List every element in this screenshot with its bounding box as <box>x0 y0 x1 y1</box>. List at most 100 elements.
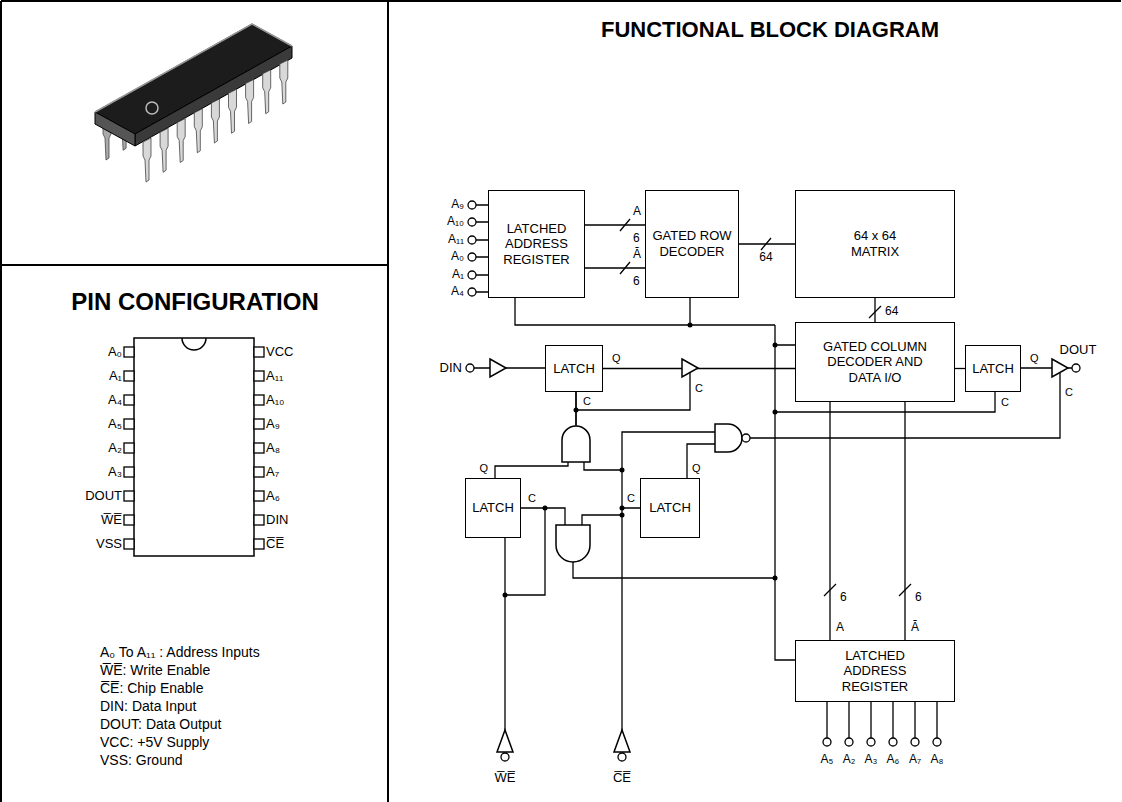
pin-terminal <box>466 364 474 372</box>
dip-pin <box>124 371 134 381</box>
pin-name: DIN <box>266 513 288 528</box>
block-label: LATCH <box>553 361 595 377</box>
pin-terminal <box>911 738 919 746</box>
chip-pin <box>211 99 219 143</box>
line-label: Ā <box>633 248 641 262</box>
port-name: Q <box>612 352 621 365</box>
pin-description: C̅E̅: Chip Enable <box>100 680 204 696</box>
junction-dot <box>620 513 625 518</box>
pin-name: A₇ <box>266 465 279 480</box>
pin-description: A₀ To A₁₁ : Address Inputs <box>100 644 260 660</box>
and-gate <box>556 525 590 562</box>
block-label: LATCHED ADDRESS REGISTER <box>497 221 577 268</box>
signal-name: C̅E̅ <box>613 771 631 786</box>
signal-name: DOUT <box>1060 343 1097 358</box>
pin-terminal <box>845 738 853 746</box>
dip-pin <box>254 419 264 429</box>
junction-dot <box>543 506 548 511</box>
junction-dot <box>574 408 579 413</box>
dip-pin <box>124 347 134 357</box>
pin-terminal <box>468 271 476 279</box>
dip-pin <box>124 515 134 525</box>
port-name: C <box>627 492 635 505</box>
pin-name: DOUT <box>85 489 122 504</box>
chip-photo <box>95 24 292 182</box>
memory-matrix: 64 x 64 MATRIX <box>795 190 955 298</box>
dip-pin <box>254 395 264 405</box>
dip-package <box>124 338 264 556</box>
pin-name: W̅E̅ <box>101 513 122 528</box>
line-label: A <box>633 205 641 219</box>
pin-name: A₅ <box>108 417 122 432</box>
chip-pin <box>177 119 185 163</box>
pin-description: DIN: Data Input <box>100 698 197 714</box>
dip-pin <box>254 467 264 477</box>
signal-name: A₁₁ <box>448 233 464 247</box>
pin-name: A₁₁ <box>266 369 283 384</box>
pin-name: A₂ <box>108 441 122 456</box>
row-decoder: GATED ROW DECODER <box>645 190 739 298</box>
junction-dot <box>773 576 778 581</box>
nand-bubble <box>742 434 750 442</box>
pin-description: DOUT: Data Output <box>100 716 221 732</box>
dip-pin <box>254 491 264 501</box>
signal-name: A₇ <box>909 753 921 767</box>
dip-pin <box>254 515 264 525</box>
pin-terminal <box>867 738 875 746</box>
line-label: Ā <box>911 621 919 635</box>
signal-name: DIN <box>440 361 462 376</box>
line-label: A <box>836 621 844 635</box>
chip-pin <box>229 89 237 133</box>
block-label: LATCHED ADDRESS REGISTER <box>835 648 915 695</box>
dip-pin <box>124 395 134 405</box>
and-gate <box>562 426 590 462</box>
pin-name: A₀ <box>108 345 122 360</box>
buffer-symbol <box>1052 359 1068 377</box>
pin-terminal <box>501 753 509 761</box>
block-label: LATCH <box>972 361 1014 377</box>
chip-pin <box>263 70 271 114</box>
chip-pin <box>143 138 151 182</box>
dip-notch <box>182 338 206 350</box>
dip-pin <box>254 347 264 357</box>
signal-line <box>874 298 875 322</box>
buffer-symbol <box>490 359 506 377</box>
signal-line <box>585 267 645 268</box>
pin-name: A₁ <box>109 369 122 384</box>
dip-pin <box>254 443 264 453</box>
line-label: 64 <box>759 251 772 265</box>
junction-dot <box>503 593 508 598</box>
port-name: Q <box>479 462 488 475</box>
buffer-symbol <box>614 730 630 752</box>
chip-side <box>135 46 292 146</box>
nand-gate <box>715 424 742 452</box>
latch: LATCH <box>965 345 1021 392</box>
pin-description: VCC: +5V Supply <box>100 734 209 750</box>
chip-end <box>95 112 135 146</box>
port-name: C <box>1001 396 1009 409</box>
pin-terminal <box>468 218 476 226</box>
junction-dot <box>773 343 778 348</box>
signal-name: A₈ <box>931 753 944 767</box>
signal-name: A₆ <box>887 753 900 767</box>
port-name: C <box>528 492 536 505</box>
signal-name: A₀ <box>451 250 464 264</box>
signal-name: A₁₀ <box>447 215 464 229</box>
junction-dot <box>620 468 625 473</box>
pin-name: A₈ <box>266 441 280 456</box>
latch: LATCH <box>465 478 521 538</box>
chip-top <box>95 24 292 134</box>
signal-line <box>955 368 965 369</box>
pin-terminal <box>618 753 626 761</box>
port-name: Q <box>692 462 701 475</box>
block-label: GATED ROW DECODER <box>652 228 732 259</box>
bus-width: 6 <box>840 591 847 605</box>
port-name: Q <box>1030 352 1039 365</box>
pin-terminal <box>823 738 831 746</box>
signal-name: A₁ <box>452 268 464 282</box>
signal-name: A₃ <box>865 753 878 767</box>
pin-terminal <box>933 738 941 746</box>
chip-pin <box>280 60 288 104</box>
